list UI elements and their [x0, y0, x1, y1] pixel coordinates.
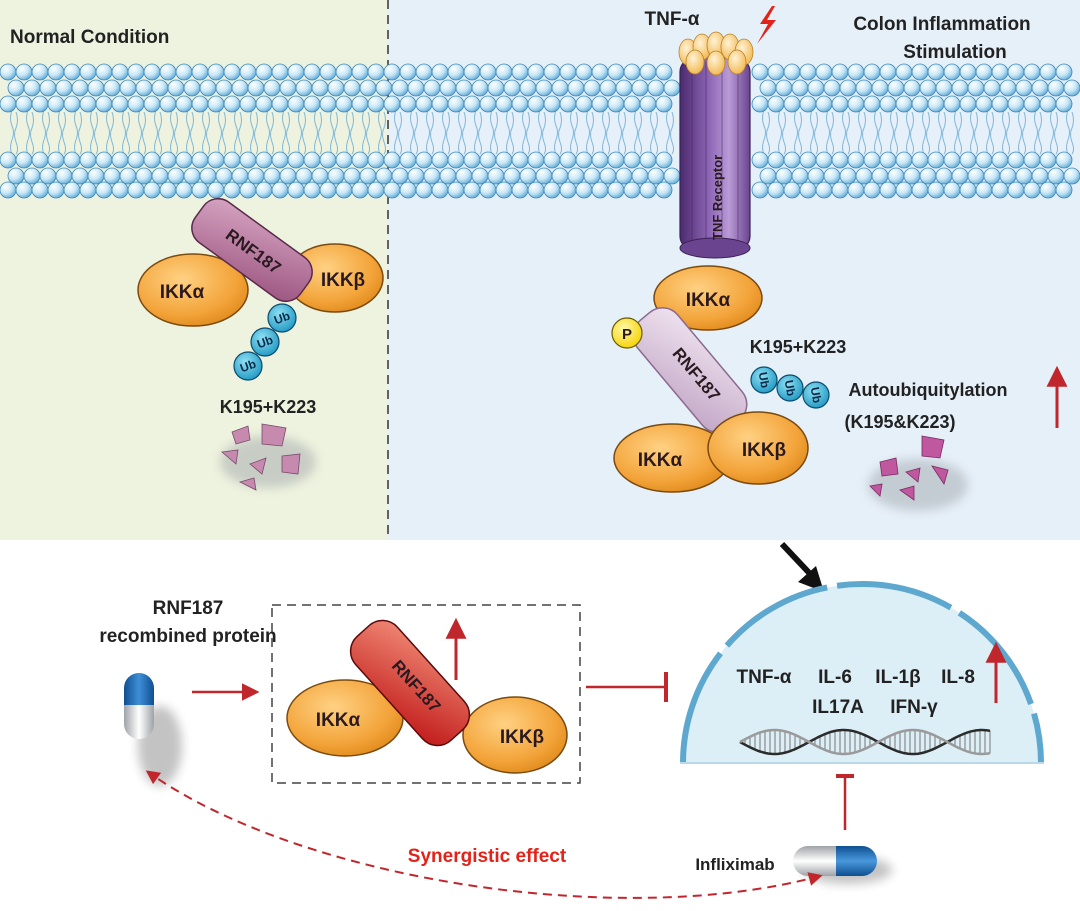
cytokine-il8: IL-8 [941, 667, 975, 688]
inflamed-ub-3-label: Ub [808, 386, 825, 404]
normal-condition-title: Normal Condition [10, 27, 169, 48]
infliximab-label: Infliximab [695, 855, 774, 874]
tnf-alpha-ligand [678, 31, 754, 76]
normal-ub-3-label: Ub [238, 357, 258, 376]
tnf-receptor [678, 31, 754, 259]
cytokine-tnf-alpha: TNF-α [737, 667, 792, 688]
inflamed-ikk-alpha-top [653, 265, 763, 331]
phosphate-label: P [622, 326, 632, 343]
nucleus [680, 581, 1044, 764]
cytokine-il17a: IL17A [812, 697, 864, 718]
normal-ub-2-label: Ub [255, 333, 275, 352]
normal-ikkb-label: IKKβ [321, 270, 365, 291]
infliximab-pill-icon [793, 846, 892, 884]
cytokine-il1b: IL-1β [875, 667, 920, 688]
normal-ikk-alpha [137, 253, 249, 327]
cytokine-ifn-gamma: IFN-γ [890, 697, 938, 718]
cytokine-il6: IL-6 [818, 667, 852, 688]
signal-arrow [779, 541, 817, 581]
recombinant-protein-label-line1: RNF187 [153, 598, 224, 619]
inflamed-ub-2 [776, 374, 804, 402]
inflamed-ikk-rnf187-complex [611, 265, 830, 493]
inflamed-ikka-bottom-label: IKKα [638, 450, 683, 471]
inflamed-ub-2-label: Ub [782, 379, 799, 397]
dna-helix-icon [739, 728, 991, 756]
inflamed-ub-1 [750, 366, 778, 394]
inflamed-sites-label: K195+K223 [750, 337, 847, 357]
normal-ub-1-label: Ub [272, 309, 292, 328]
synergistic-effect-label: Synergistic effect [408, 846, 567, 867]
recombinant-protein-label-line2: recombined protein [99, 626, 276, 647]
inflamed-degraded-fragments [868, 435, 968, 511]
inflamed-ikka-top-label: IKKα [686, 290, 731, 311]
synergy-curve [145, 770, 823, 899]
phosphate-marker [611, 317, 643, 349]
tnf-alpha-label: TNF-α [645, 9, 700, 30]
recombinant-protein-pill-icon [124, 673, 182, 786]
inflammation-title-line1: Colon Inflammation [853, 14, 1030, 35]
inflamed-ub-3 [802, 381, 830, 409]
therapy-ikka-label: IKKα [316, 710, 361, 731]
normal-sites-label: K195+K223 [220, 397, 317, 417]
therapy-rnf187-protein [349, 619, 471, 747]
cell-membrane [0, 63, 1080, 199]
inflamed-ikkb-label: IKKβ [742, 440, 786, 461]
signal-arrow-head-icon [798, 566, 824, 592]
inflamed-ikk-beta [707, 411, 809, 485]
normal-ub-3 [233, 351, 263, 381]
normal-ub-2 [250, 327, 280, 357]
normal-rnf187-protein [191, 197, 313, 303]
inflammation-title-line2: Stimulation [903, 42, 1006, 63]
autoubiquitylation-sites-label: (K195&K223) [844, 412, 955, 432]
normal-degraded-fragments [220, 423, 316, 491]
inflamed-ub-1-label: Ub [756, 371, 773, 389]
tnf-receptor-label: TNF Receptor [710, 155, 725, 240]
therapy-ikkb-label: IKKβ [500, 727, 544, 748]
normal-ikk-rnf187-complex [137, 197, 384, 381]
autoubiquitylation-label: Autoubiquitylation [849, 380, 1008, 400]
therapy-complex-box [271, 604, 581, 784]
normal-ikka-label: IKKα [160, 282, 205, 303]
normal-ub-1 [267, 303, 297, 333]
